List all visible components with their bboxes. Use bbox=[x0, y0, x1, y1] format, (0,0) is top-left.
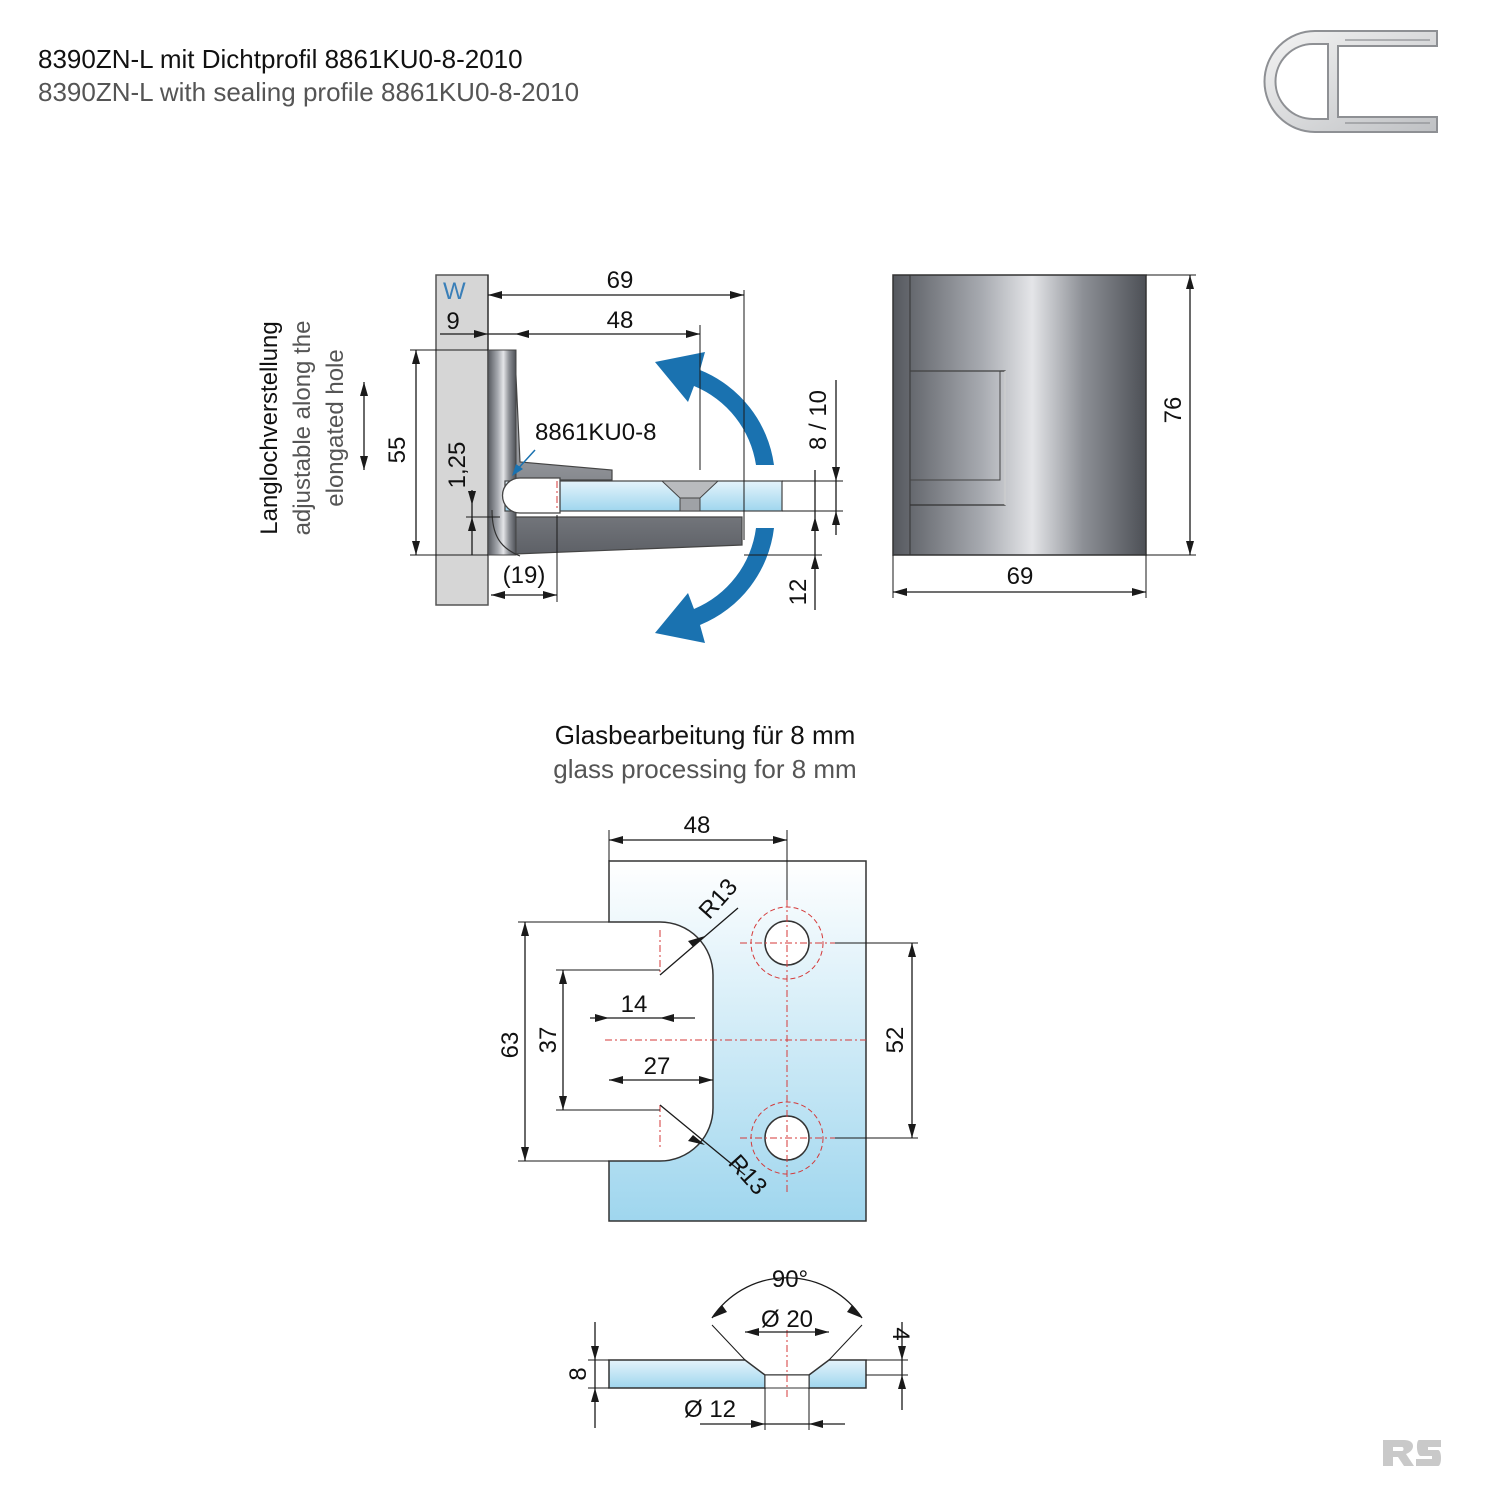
adjust-label-de: Langlochverstellung bbox=[256, 321, 283, 534]
dia-12: Ø 12 bbox=[684, 1396, 736, 1423]
dim-4: 4 bbox=[887, 1327, 914, 1340]
glass-title-en: glass processing for 8 mm bbox=[553, 754, 856, 784]
angle-90: 90° bbox=[772, 1266, 808, 1293]
dim-19: (19) bbox=[503, 562, 546, 589]
wall bbox=[435, 274, 489, 606]
dim-63: 63 bbox=[497, 1032, 524, 1059]
glass-title-de: Glasbearbeitung für 8 mm bbox=[555, 720, 856, 750]
seal-label: 8861KU0-8 bbox=[535, 419, 656, 446]
dim-48-glass: 48 bbox=[684, 812, 711, 839]
dim-37: 37 bbox=[535, 1027, 562, 1054]
dim-76: 76 bbox=[1160, 397, 1187, 424]
side-view: W 69 48 9 bbox=[256, 267, 843, 643]
dim-1-25: 1,25 bbox=[444, 442, 471, 489]
glass-cutout-view: 48 R13 R13 14 27 63 37 bbox=[497, 812, 918, 1222]
dim-69-front: 69 bbox=[1007, 563, 1034, 590]
dim-8: 8 bbox=[565, 1367, 592, 1380]
dia-20: Ø 20 bbox=[761, 1306, 813, 1333]
adjust-label-en-1: adjustable along the bbox=[289, 321, 316, 536]
dim-9: 9 bbox=[446, 308, 459, 335]
rs-logo-icon bbox=[1383, 1440, 1441, 1466]
dim-52: 52 bbox=[882, 1027, 909, 1054]
dim-48-side: 48 bbox=[607, 307, 634, 334]
dim-69-side: 69 bbox=[607, 267, 634, 294]
title-de: 8390ZN-L mit Dichtprofil 8861KU0-8-2010 bbox=[38, 44, 523, 74]
hinge-side-body bbox=[487, 349, 743, 557]
dim-14: 14 bbox=[621, 991, 648, 1018]
hinge-front-body bbox=[892, 274, 1147, 556]
dim-8-10: 8 / 10 bbox=[805, 390, 832, 450]
dim-12: 12 bbox=[785, 579, 812, 606]
dim-55: 55 bbox=[384, 437, 411, 464]
rotation-arrows-icon bbox=[655, 352, 774, 643]
seal-profile bbox=[501, 477, 561, 514]
adjust-label-en-2: elongated hole bbox=[322, 349, 349, 506]
title-en: 8390ZN-L with sealing profile 8861KU0-8-… bbox=[38, 77, 579, 107]
dim-27: 27 bbox=[644, 1053, 671, 1080]
sealing-profile-icon bbox=[1263, 30, 1438, 133]
wall-label: W bbox=[443, 278, 466, 305]
front-view: 76 69 bbox=[892, 274, 1196, 598]
hole-section-detail: 90° Ø 20 Ø 12 8 4 bbox=[565, 1266, 914, 1430]
